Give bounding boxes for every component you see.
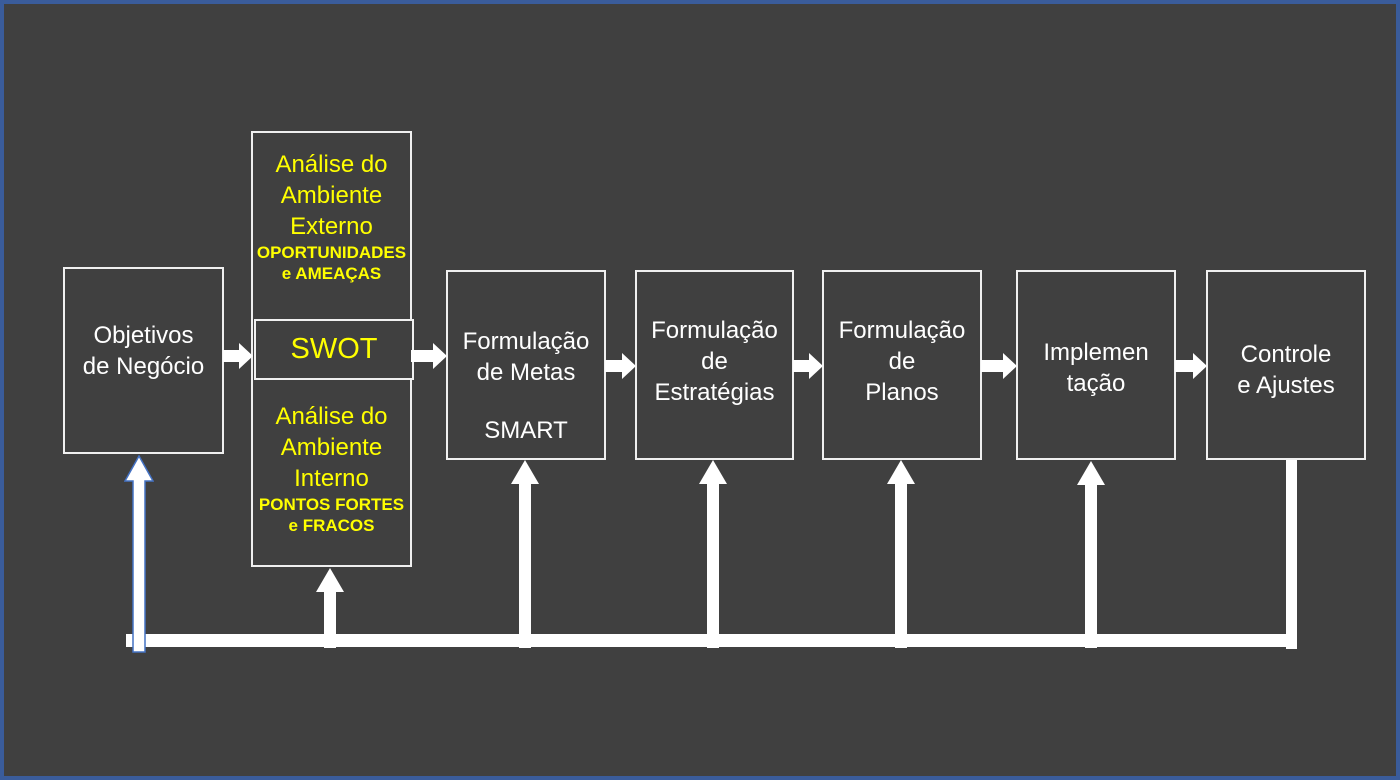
box-controle-e-ajustes: Controle e Ajustes [1206, 270, 1366, 460]
box-text-line: Ambiente [280, 182, 383, 209]
flow-arrow-swot-to-metas-icon [411, 343, 447, 369]
box-text-line: SWOT [290, 333, 378, 365]
feedback-line-vertical-from-controle [1286, 460, 1297, 649]
feedback-arrow-estrategias-icon [699, 460, 727, 648]
box-subtext-line: e AMEAÇAS [281, 264, 382, 283]
box-text-line: Análise do [275, 403, 388, 430]
box-text-line: de [701, 347, 728, 375]
box-subtext-line: e FRACOS [288, 516, 375, 535]
box-formulacao-de-planos: Formulação de Planos [822, 270, 982, 460]
box-text-line: Objetivos [93, 321, 194, 349]
box-text-line: de Metas [476, 359, 576, 386]
box-objetivos-de-negocio: Objetivos de Negócio [63, 267, 224, 454]
box-subtext-line: PONTOS FORTES [258, 495, 405, 514]
box-text-line: de Negócio [82, 352, 205, 380]
box-text-line: Estratégias [654, 378, 775, 406]
feedback-arrow-metas-icon [511, 460, 539, 648]
flow-arrow-implementacao-to-controle-icon [1175, 353, 1207, 379]
flow-arrow-planos-to-implementacao-icon [981, 353, 1017, 379]
box-subtext-line: OPORTUNIDADES [256, 243, 407, 262]
feedback-arrow-objetivos-icon [124, 455, 154, 653]
feedback-arrow-ambiente-interno-icon [316, 568, 344, 648]
box-swot: SWOT [254, 319, 414, 380]
box-text-line: Controle [1240, 341, 1332, 368]
box-text-line: e Ajustes [1237, 372, 1335, 399]
box-text-line: Ambiente [280, 434, 383, 461]
box-formulacao-de-metas: Formulação de Metas SMART [446, 270, 606, 460]
box-text-line: Implemen [1043, 339, 1149, 366]
group-ambiente-interno: Análise do Ambiente Interno PONTOS FORTE… [253, 401, 410, 536]
box-text-line: Externo [290, 213, 373, 240]
box-text-line: Formulação [651, 316, 778, 344]
box-text-line: Formulação [462, 328, 590, 355]
box-text-line: Formulação [838, 316, 966, 344]
flow-arrow-objetivos-to-swot-icon [223, 343, 253, 369]
feedback-arrow-implementacao-icon [1077, 461, 1105, 648]
box-formulacao-de-estrategias: Formulação de Estratégias [635, 270, 794, 460]
flow-arrow-metas-to-estrategias-icon [605, 353, 636, 379]
box-text-line: de [888, 347, 916, 375]
box-text-line: Interno [294, 465, 369, 492]
box-text-line: Planos [865, 378, 939, 406]
feedback-arrow-planos-icon [887, 460, 915, 648]
flow-arrow-estrategias-to-planos-icon [793, 353, 823, 379]
group-ambiente-externo: Análise do Ambiente Externo OPORTUNIDADE… [253, 149, 410, 284]
box-implementacao: Implemen tação [1016, 270, 1176, 460]
box-text-line: SMART [484, 417, 568, 444]
box-text-line: tação [1066, 370, 1126, 397]
box-text-line: Análise do [275, 151, 388, 178]
